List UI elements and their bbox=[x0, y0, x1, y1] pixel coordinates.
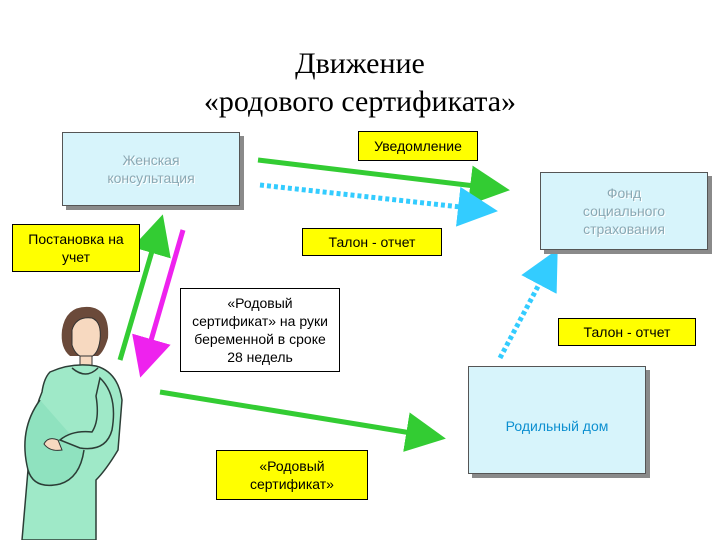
box-maternity-hospital: Родильный дом bbox=[468, 366, 646, 474]
slide-title: Движение «родового сертификата» bbox=[110, 45, 610, 121]
label-coupon-report-1-text: Талон - отчет bbox=[328, 234, 416, 250]
label-notification: Уведомление bbox=[358, 131, 478, 161]
label-notification-text: Уведомление bbox=[374, 138, 462, 154]
label-certificate: «Родовый сертификат» bbox=[216, 450, 368, 500]
dotted-arrow-maternity-to-fund bbox=[497, 249, 558, 360]
title-line-1: Движение bbox=[295, 47, 425, 80]
label-certificate-to-pregnant-text: «Родовый сертификат» на руки беременной … bbox=[192, 295, 328, 365]
label-certificate-text: «Родовый сертификат» bbox=[250, 458, 334, 492]
pregnant-woman-illustration bbox=[21, 306, 123, 540]
label-registration: Постановка на учет bbox=[12, 224, 140, 272]
label-registration-text: Постановка на учет bbox=[28, 231, 124, 265]
arrow-woman-to-maternity bbox=[159, 389, 446, 452]
box-maternity-hospital-label: Родильный дом bbox=[505, 418, 609, 434]
label-coupon-report-1: Талон - отчет bbox=[302, 228, 442, 256]
title-line-2: «родового сертификата» bbox=[203, 85, 517, 118]
arrow-woman-to-consultation bbox=[117, 214, 171, 361]
label-coupon-report-2-text: Талон - отчет bbox=[583, 324, 671, 340]
arrow-consultation-to-woman bbox=[132, 229, 186, 378]
dotted-arrow-consultation-to-fund bbox=[259, 182, 498, 227]
box-social-insurance-fund: Фонд социального страхования bbox=[540, 172, 708, 250]
label-coupon-report-2: Талон - отчет bbox=[558, 318, 696, 346]
label-certificate-to-pregnant: «Родовый сертификат» на руки беременной … bbox=[180, 288, 340, 372]
box-social-insurance-fund-label: Фонд социального страхования bbox=[582, 185, 666, 237]
arrow-consultation-to-fund bbox=[257, 157, 510, 206]
box-womens-consultation-label: Женская консультация bbox=[107, 152, 195, 186]
box-womens-consultation: Женская консультация bbox=[62, 132, 240, 206]
